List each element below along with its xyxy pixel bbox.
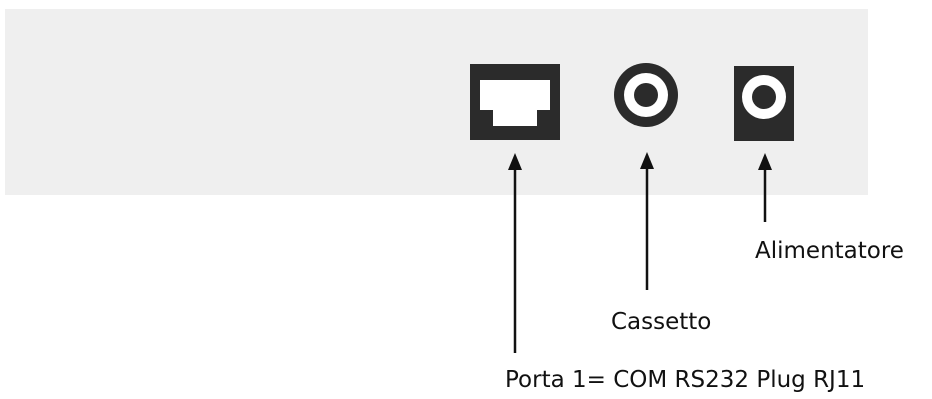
- label-drawer: Cassetto: [611, 309, 712, 335]
- label-port: Porta 1= COM RS232 Plug RJ11: [505, 367, 866, 393]
- arrow-port: [508, 153, 522, 353]
- power-jack-icon: [734, 66, 794, 141]
- arrow-drawer: [640, 152, 654, 290]
- arrow-power: [758, 153, 772, 222]
- rj11-port-icon: [470, 64, 560, 140]
- rca-jack-icon: [614, 63, 678, 127]
- device-back-panel: [5, 9, 868, 195]
- label-power: Alimentatore: [755, 238, 904, 264]
